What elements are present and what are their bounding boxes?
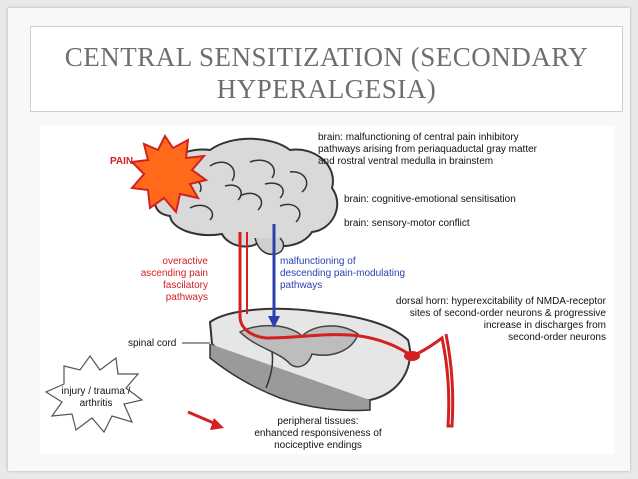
peripheral-label-2: enhanced responsiveness of [254,428,382,439]
descending-label-2: descending pain-modulating [280,268,405,279]
diagram-svg: PAIN injury / trauma / arthritis [44,132,607,451]
spinal-fissure [265,351,274,389]
central-sensitization-diagram: PAIN injury / trauma / arthritis [40,126,614,454]
injury-burst-icon [44,354,144,434]
slide: CENTRAL SENSITIZATION (SECONDARY HYPERAL… [8,8,630,471]
brain-label-cognitive: brain: cognitive-emotional sensitisation [344,194,516,205]
peripheral-label-1: peripheral tissues: [277,416,358,427]
spinal-cord-illustration [208,307,411,412]
dorsal-horn-label-4: second-order neurons [508,332,606,343]
pain-label: PAIN [110,156,133,167]
title-box: CENTRAL SENSITIZATION (SECONDARY HYPERAL… [30,26,623,112]
descending-label-3: pathways [280,280,322,291]
title-line-2: HYPERALGESIA) [216,74,437,104]
dorsal-horn-label-1: dorsal horn: hyperexcitability of NMDA-r… [396,296,607,307]
ascending-label-1: overactive [162,256,208,267]
descending-arrowhead-icon [268,316,280,328]
brain-label-sensory: brain: sensory-motor conflict [344,218,470,229]
spinal-cord-label: spinal cord [128,338,176,349]
slide-title: CENTRAL SENSITIZATION (SECONDARY HYPERAL… [31,41,622,105]
ascending-label-3: fascilatory [163,280,208,291]
dorsal-horn-label-2: sites of second-order neurons & progress… [410,308,607,319]
title-line-1: CENTRAL SENSITIZATION (SECONDARY [64,42,589,72]
injury-label-1: injury / trauma / [62,386,131,397]
brain-illustration [154,137,339,256]
injury-arrowhead-icon [210,418,224,430]
ascending-pathway-line [238,232,413,358]
dorsal-horn-label-3: increase in discharges from [484,320,606,331]
brain-label-inhibitory-1: brain: malfunctioning of central pain in… [318,132,519,143]
injury-arrow-line [187,410,217,426]
peripheral-label-3: nociceptive endings [274,440,362,451]
dorsal-horn-neuron [404,351,420,361]
spinal-cord-side [209,344,371,412]
ascending-label-2: ascending pain [141,268,208,279]
pain-burst-icon [129,134,209,215]
ascending-label-4: pathways [166,292,208,303]
brain-label-inhibitory-2: pathways arising from periaquaductal gra… [318,144,538,155]
brainstem [254,237,285,256]
peripheral-nerve-line [411,333,455,428]
descending-label-1: malfunctioning of [280,256,356,267]
brain-outline [154,137,339,248]
injury-label-2: arthritis [80,398,113,409]
brain-label-inhibitory-3: and rostral ventral medulla in brainstem [318,156,493,167]
